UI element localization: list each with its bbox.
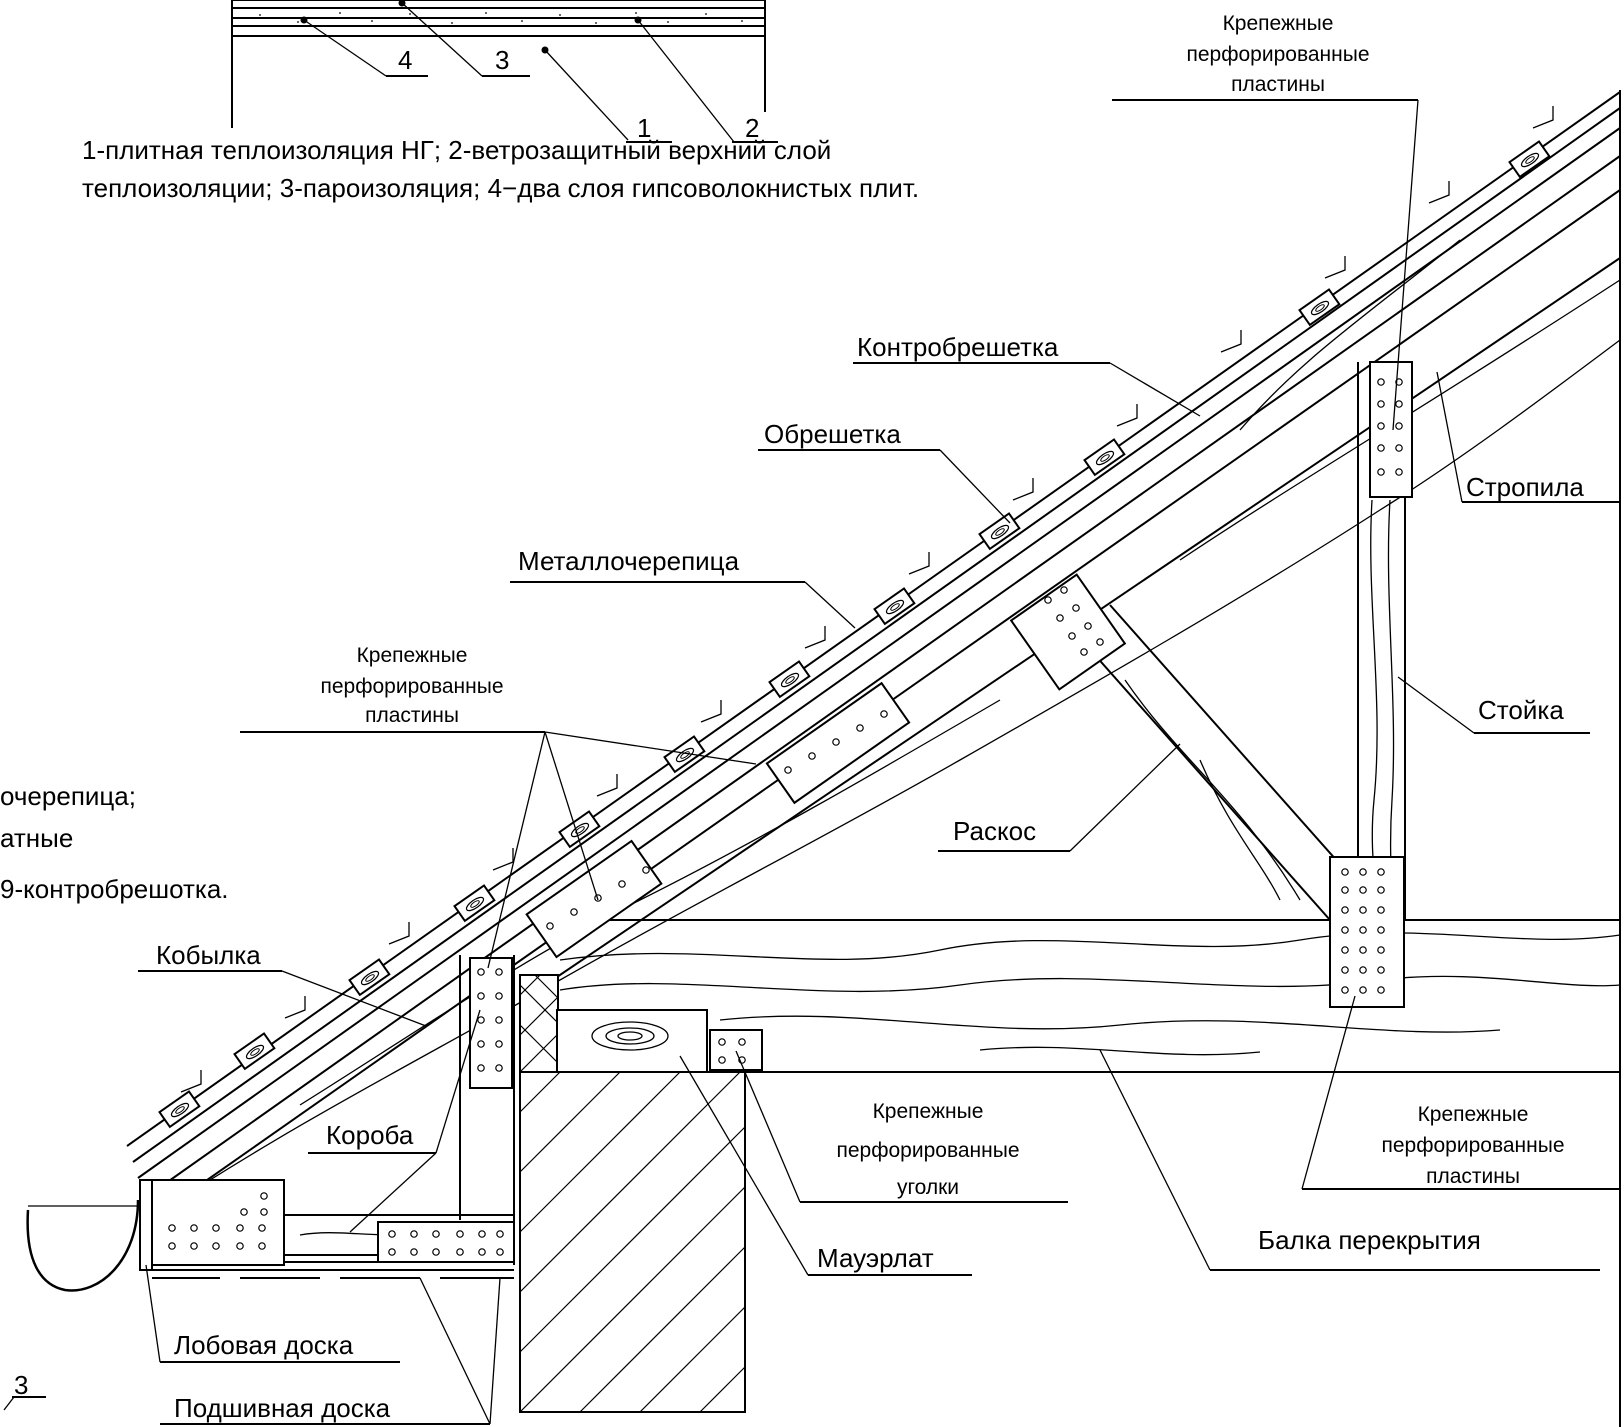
bottom-marker-3: 3 [14, 1370, 28, 1400]
marker-3: 3 [495, 45, 509, 75]
label-obreshetka: Обрешетка [764, 419, 901, 449]
label-mauerlat: Мауэрлат [817, 1243, 934, 1273]
label-kobylka: Кобылка [156, 940, 261, 970]
label-plates-top-2: перфорированные [1186, 43, 1369, 66]
label-plates-right-3: пластины [1426, 1165, 1520, 1188]
label-plates-top-3: пластины [1231, 73, 1325, 96]
label-podshivnaya: Подшивная доска [174, 1393, 391, 1423]
label-stropila: Стропила [1466, 472, 1584, 502]
label-plates-mid-2: перфорированные [320, 675, 503, 698]
callouts: Крепежные перфорированные пластины Контр… [138, 12, 1620, 1425]
legend-line-1: 1-плитная теплоизоляция НГ; 2-ветрозащит… [82, 135, 831, 165]
label-balka: Балка перекрытия [1258, 1225, 1481, 1255]
truss-frame [26, 90, 1621, 1427]
label-plates-mid-3: пластины [365, 704, 459, 727]
insulation-section-detail: 4 3 1 2 [231, 0, 778, 143]
marker-1: 1 [637, 113, 651, 143]
marker-2: 2 [745, 113, 759, 143]
label-corners-2: перфорированные [836, 1139, 1019, 1162]
label-koroba: Короба [326, 1120, 414, 1150]
label-stoyka: Стойка [1478, 695, 1564, 725]
label-kontrobreshetka: Контробрешетка [857, 332, 1059, 362]
label-plates-mid-1: Крепежные [357, 644, 468, 667]
label-plates-right-2: перфорированные [1381, 1134, 1564, 1157]
label-corners-1: Крепежные [873, 1100, 984, 1123]
left-legend-1: очерепица; [0, 781, 136, 811]
label-corners-3: уголки [897, 1176, 959, 1199]
marker-4: 4 [398, 45, 412, 75]
legend-line-2: теплоизоляции; 3-пароизоляция; 4−два сло… [82, 173, 919, 203]
label-plates-right-1: Крепежные [1418, 1103, 1529, 1126]
label-metallocherepitsa: Металлочерепица [518, 546, 740, 576]
left-legend-2: атные [0, 823, 73, 853]
left-legend-3: 9-контробрешотка. [0, 874, 229, 904]
label-lobovaya: Лобовая доска [174, 1330, 354, 1360]
label-raskos: Раскос [953, 816, 1036, 846]
plate-holes [168, 378, 1403, 1256]
label-plates-top-1: Крепежные [1223, 12, 1334, 35]
